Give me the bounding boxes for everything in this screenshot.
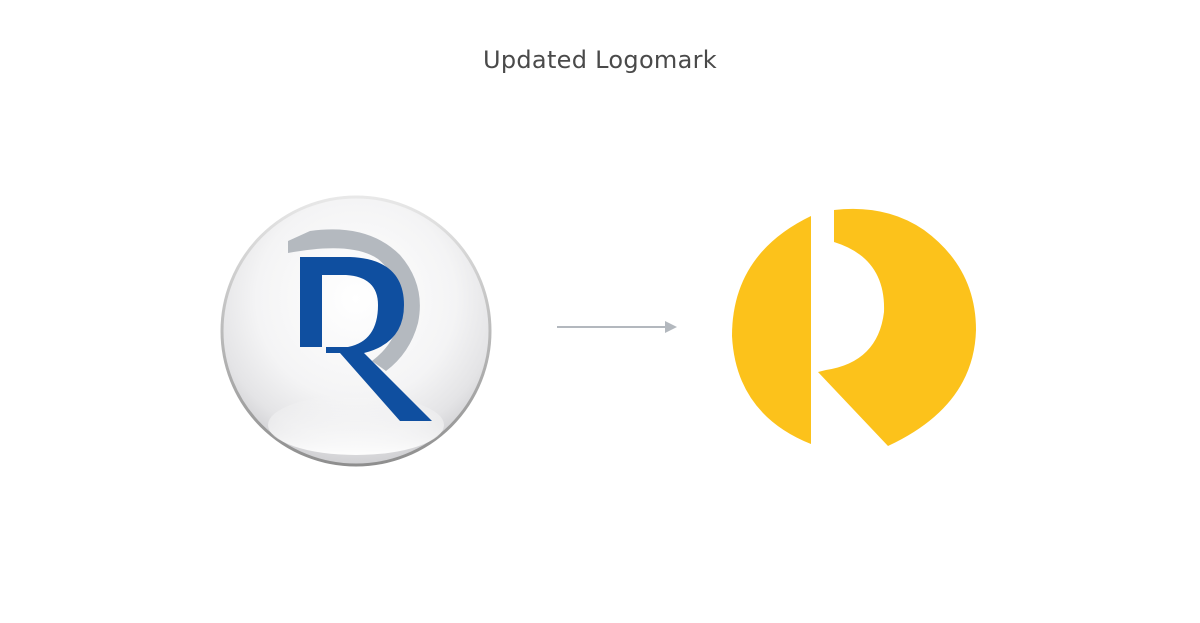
- right-arrow-icon: [557, 321, 677, 333]
- old-r-sphere-logo-icon: [220, 195, 492, 467]
- page-title: Updated Logomark: [483, 46, 717, 74]
- new-r-circle-logo-icon: [732, 208, 976, 446]
